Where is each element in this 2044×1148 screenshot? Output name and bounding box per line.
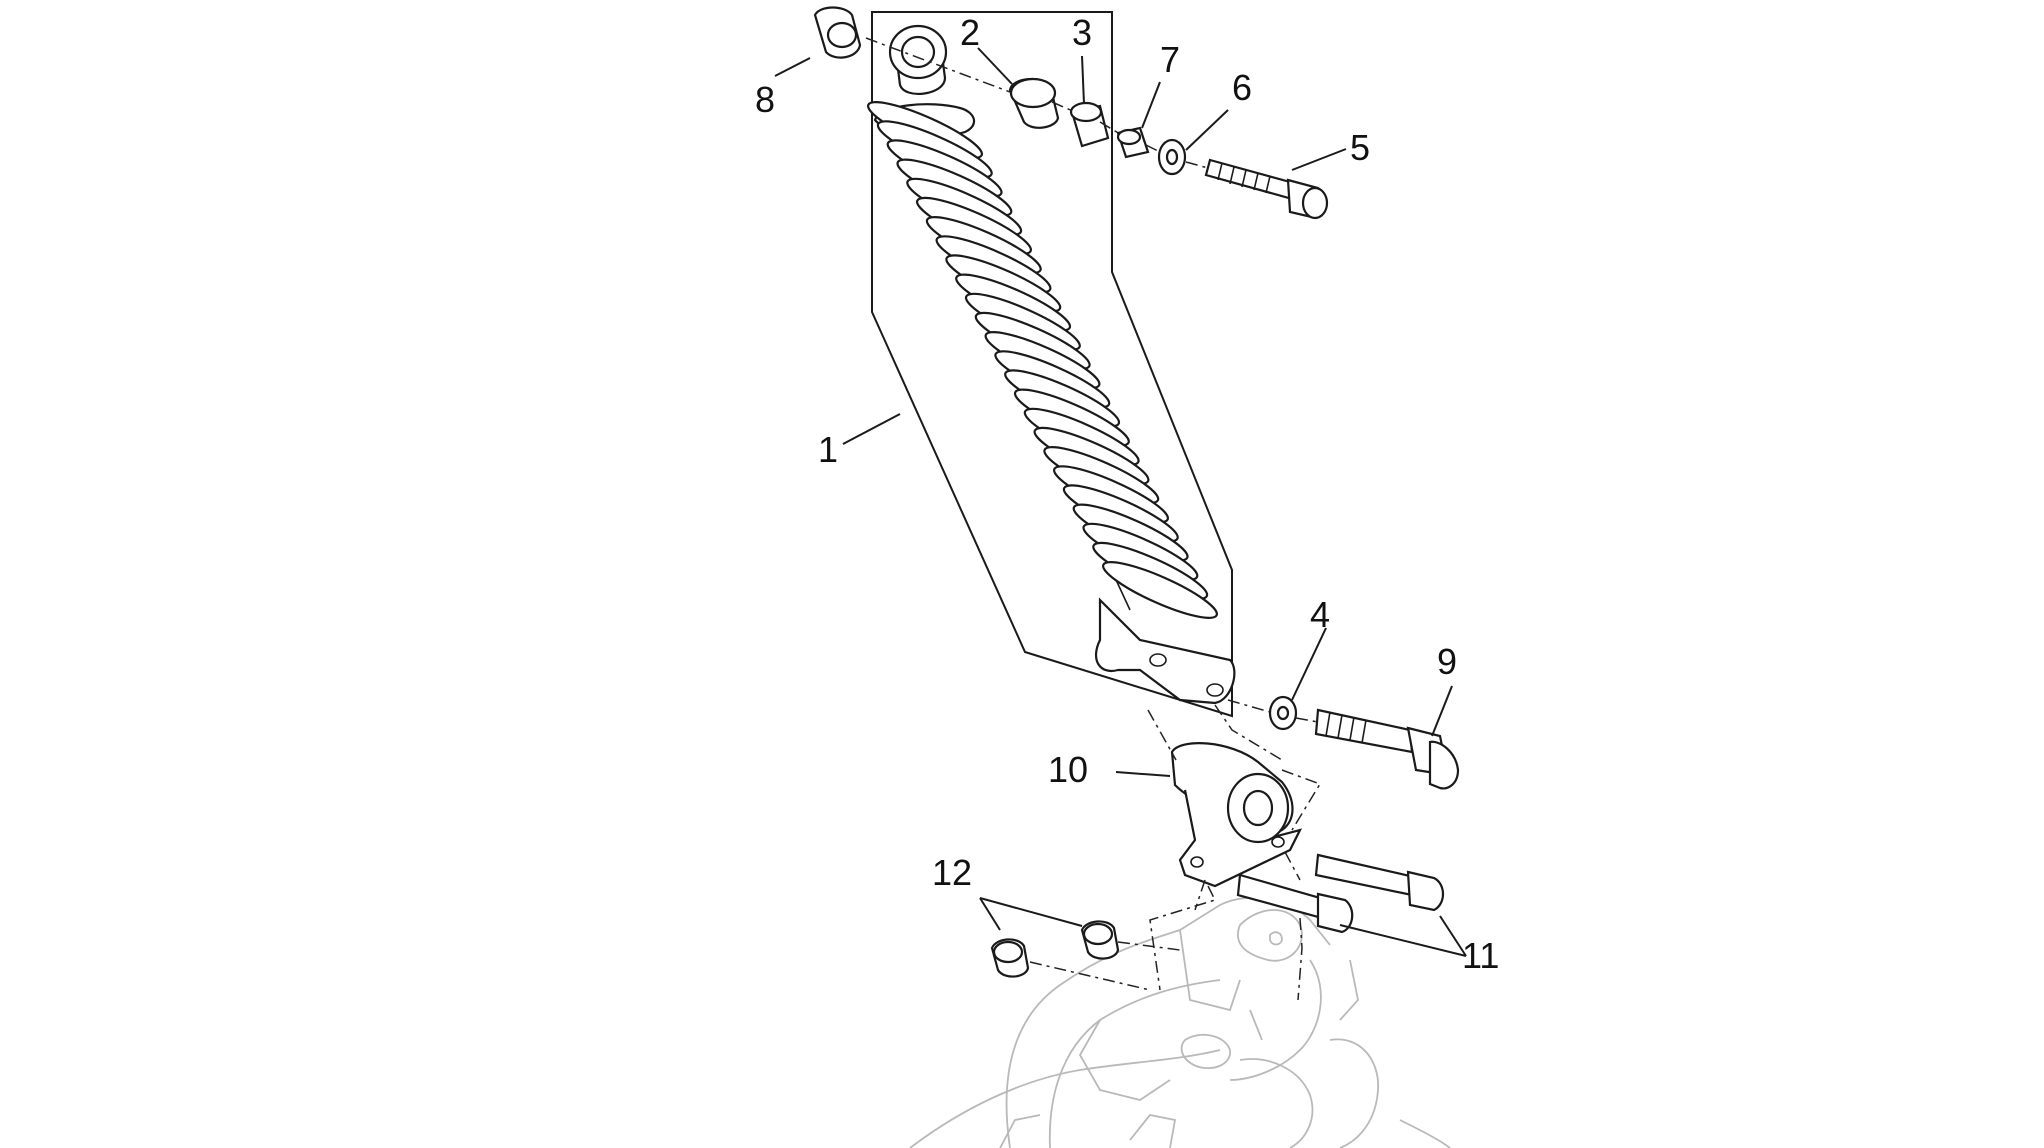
part-8-rubber-bush [813, 6, 862, 59]
part-7-small-bush [1116, 126, 1150, 159]
part-3-spacer [1069, 101, 1110, 148]
engine-casing-outline [909, 896, 1451, 1148]
part-2-bushing [1008, 77, 1060, 129]
callout-3: 3 [1072, 12, 1092, 53]
callout-6: 6 [1232, 67, 1252, 108]
callout-2: 2 [960, 12, 980, 53]
part-5-screw [1204, 158, 1329, 220]
callout-8: 8 [755, 79, 775, 120]
callout-labels: 8 2 3 7 6 5 1 4 9 10 11 12 [755, 12, 1499, 976]
assembly-axes [865, 37, 1322, 1001]
part-6-washer [1157, 138, 1187, 176]
leader-lines [774, 47, 1467, 957]
spring-coils [867, 101, 1218, 619]
callout-1: 1 [818, 429, 838, 470]
callout-7: 7 [1160, 39, 1180, 80]
callout-5: 5 [1350, 127, 1370, 168]
part-10-bracket [1170, 742, 1303, 888]
assembly-outline [871, 11, 1233, 718]
spring-coil [1102, 561, 1218, 619]
part-9-bolt [1314, 708, 1460, 790]
part-11-bolts [1236, 853, 1445, 934]
part-12-bushes [990, 920, 1120, 978]
callout-9: 9 [1437, 641, 1457, 682]
callout-4: 4 [1310, 594, 1330, 635]
callout-11: 11 [1462, 935, 1499, 976]
callout-10: 10 [1048, 749, 1088, 790]
shock-absorber [867, 24, 1236, 705]
callout-12: 12 [932, 852, 972, 893]
part-4-washer [1268, 695, 1298, 731]
